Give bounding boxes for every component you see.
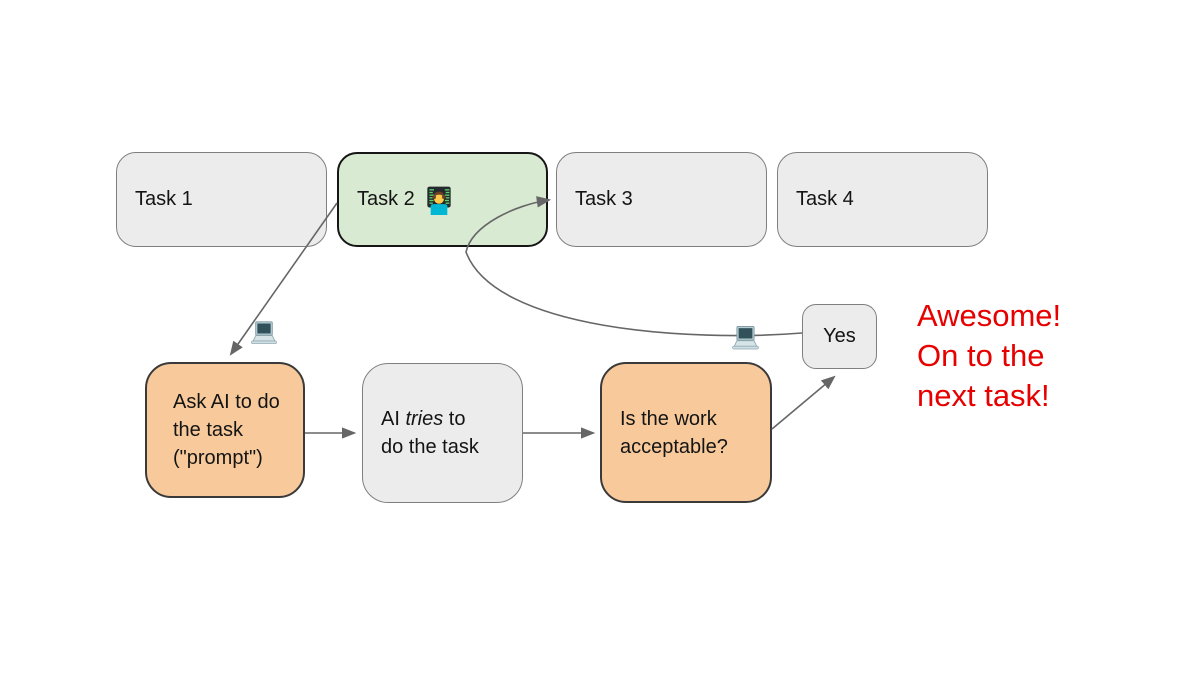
annotation-line2: On to the [917,338,1045,373]
annotation-line3: next task! [917,378,1050,413]
laptop-icon [732,326,759,350]
ask-ai-line1: Ask AI to do [173,391,280,413]
ai-tries-line1-a: AI [381,408,406,430]
task-2-box: Task 2 [337,152,548,247]
task-4-box: Task 4 [777,152,988,247]
ask-ai-line3: ("prompt") [173,447,263,469]
ask-ai-line2: the task [173,419,244,441]
awesome-annotation: Awesome! On to the next task! [917,296,1061,416]
ai-tries-line2: do the task [381,436,479,458]
laptop-icon [251,321,277,345]
task-4-label: Task 4 [796,188,854,210]
ai-tries-line1-italic: tries [405,408,444,430]
task-3-box: Task 3 [556,152,767,247]
arrow-acceptable-to-yes [771,375,836,430]
ai-tries-line1-b: to [443,408,466,430]
task-2-label: Task 2 [357,188,415,210]
task-1-box: Task 1 [116,152,327,247]
ai-tries-line1: AI tries to [381,405,466,433]
ai-tries-box: AI tries to do the task [362,363,523,503]
acceptable-line1: Is the work [620,407,717,430]
annotation-line1: Awesome! [917,298,1062,333]
task-3-label: Task 3 [575,188,633,210]
acceptable-box: Is the work acceptable? [600,362,772,503]
yes-box: Yes [802,304,877,369]
technologist-emoji [427,186,451,215]
acceptable-line2: acceptable? [620,435,728,458]
yes-label: Yes [823,325,856,347]
task-1-label: Task 1 [135,188,193,210]
ask-ai-box: Ask AI to do the task ("prompt") [145,362,305,498]
